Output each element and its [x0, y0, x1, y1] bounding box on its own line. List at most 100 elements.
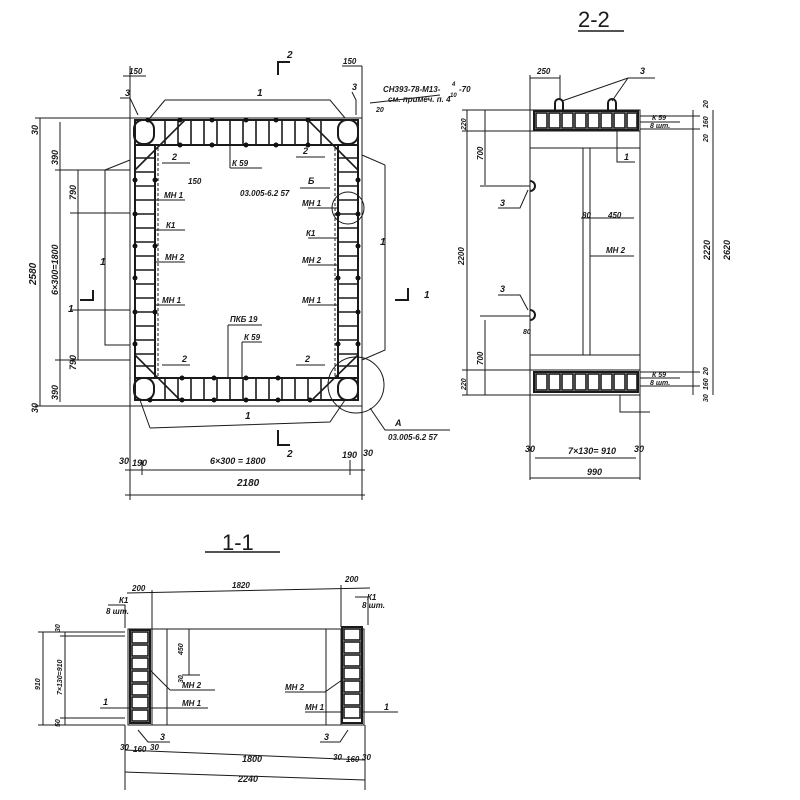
dim-2-2-20c: 20 [703, 367, 710, 376]
dim-1-1-200-right: 200 [344, 575, 359, 584]
dim-2-2-30-bot-right: 30 [634, 444, 644, 454]
corner-loop-br [337, 377, 359, 401]
label-mn1-left-a: МН 1 [164, 191, 184, 200]
dim-150-top-right: 150 [343, 57, 357, 66]
dim-30-left-bot: 30 [30, 403, 40, 413]
section-mark-2-bottom [277, 430, 290, 446]
section-2-2-title: 2-2 [578, 7, 610, 32]
label-mn1-right-b: МН 1 [302, 296, 322, 305]
label-1-1-k1-right: К1 [367, 593, 377, 602]
callout-circle-a [327, 356, 385, 414]
label-pos1-left: 1 [100, 257, 106, 268]
label-pos2-br: 2 [304, 354, 310, 364]
dim-2-2-220-top: 220 [461, 118, 468, 131]
label-pos2-tl: 2 [171, 152, 177, 162]
label-2-2-pos1: 1 [624, 152, 629, 162]
label-pos2-tr: 2 [302, 146, 308, 156]
dim-2-2-20a: 20 [703, 100, 710, 109]
lifting-loop-2 [607, 98, 617, 111]
cage-band-bottom [533, 371, 639, 393]
section-label-1-right: 1 [424, 290, 430, 301]
dim-30-left-top: 30 [30, 125, 40, 135]
dim-6x300-bot: 6×300 = 1800 [210, 456, 266, 466]
label-1-1-qty-left: 8 шт. [106, 607, 129, 616]
label-1-1-pos1-right: 1 [384, 702, 389, 712]
dim-30-bot-left: 30 [119, 456, 129, 466]
dim-30-bot-right: 30 [363, 448, 373, 458]
spec-frac-num: 4 [451, 82, 456, 88]
spec-line2: см. примеч. п. 4 [388, 95, 451, 104]
label-1-1-pos1-left: 1 [103, 697, 108, 707]
dim-1-1-910: 910 [35, 678, 42, 690]
lifting-loop-1 [554, 98, 564, 111]
dim-2-2-7x130: 7×130= 910 [568, 446, 616, 456]
dim-2-2-220-bot: 220 [461, 378, 468, 391]
side-loop-lower [529, 309, 536, 321]
corner-loop-tr [337, 119, 359, 145]
section-mark-1-left [80, 290, 94, 301]
label-1-1-qty-right: 8 шт. [362, 601, 385, 610]
label-2-2-pos3-mid: 3 [500, 198, 505, 208]
dim-2-2-80-mid: 80 [582, 211, 591, 220]
corner-loop-bl [133, 377, 155, 401]
cage-band-top [533, 110, 639, 131]
label-pos1-top: 1 [257, 88, 263, 99]
stirrups-left [135, 157, 155, 367]
dim-150-top-left: 150 [129, 67, 143, 76]
callout-b-ref: 03.005-6.2 57 [240, 189, 290, 198]
label-1-1-mn1-right: МН 1 [305, 703, 325, 712]
section-label-1-left: 1 [68, 304, 74, 315]
dim-1-1-450: 450 [178, 643, 185, 656]
dim-1-1-30: 30 [55, 624, 62, 632]
label-k59-bottom: К 59 [244, 333, 261, 342]
stirrups-top [164, 120, 322, 145]
dim-2-2-700-bot: 700 [476, 351, 485, 365]
label-2-2-mn2: МН 2 [606, 246, 626, 255]
dim-1-1-30-c: 30 [333, 753, 342, 762]
dim-790-left-top: 790 [68, 185, 78, 200]
label-2-2-pos3-low: 3 [500, 284, 505, 294]
label-1-1-pos3-left: 3 [160, 732, 165, 742]
dim-1-1-160-a: 160 [133, 745, 147, 754]
dim-1-1-1820: 1820 [232, 581, 250, 590]
label-2-2-k59-top: К 59 [652, 115, 666, 122]
dim-2-2-990: 990 [587, 467, 602, 477]
label-2-2-k59-bot: К 59 [652, 372, 666, 379]
dim-1-1-2240: 2240 [237, 774, 258, 784]
label-2-2-qty-top: 8 шт. [650, 123, 670, 130]
corner-loop-tl [133, 119, 155, 145]
dim-1-1-50: 50 [55, 719, 62, 727]
label-mn2-right: МН 2 [302, 256, 322, 265]
side-loop-upper [529, 180, 536, 192]
section-1-1: 1-1 [35, 530, 398, 790]
section-label-2-top: 2 [286, 50, 293, 61]
dim-390-left-top: 390 [50, 150, 60, 165]
label-pos3-left: 3 [125, 88, 130, 98]
dim-2-2-450: 450 [607, 211, 622, 220]
label-pkb19: ПКБ 19 [230, 315, 258, 324]
callout-a-ref: 03.005-6.2 57 [388, 433, 438, 442]
dim-150-inner: 150 [188, 177, 202, 186]
spec-line1: СН393-78-М13- [383, 85, 441, 94]
label-1-1-k1-left: К1 [119, 596, 129, 605]
dim-1-1-30-inner: 30 [178, 675, 185, 683]
dim-6x300-left: 6×300=1800 [50, 244, 60, 295]
label-2-2-qty-bot: 8 шт. [650, 380, 670, 387]
section-1-1-title: 1-1 [222, 530, 254, 555]
dim-1-1-1800: 1800 [242, 754, 262, 764]
label-pos1-right: 1 [380, 237, 386, 248]
dim-1-1-200-left: 200 [131, 584, 146, 593]
callout-a-letter: А [394, 418, 402, 428]
section-label-2-bottom: 2 [286, 449, 293, 460]
section-1-1-outline [127, 628, 365, 726]
dim-1-1-30-d: 30 [362, 753, 371, 762]
label-pos1-bottom: 1 [245, 411, 251, 422]
dim-1-1-30-b: 30 [150, 743, 159, 752]
cage-column-left [129, 629, 151, 724]
cage-column-right [341, 626, 363, 724]
spec-frac-den: 10 [450, 93, 457, 99]
label-2-2-pos3-top: 3 [640, 66, 645, 76]
dim-190-bot-left: 190 [132, 458, 147, 468]
dim-1-1-160-b: 160 [346, 755, 360, 764]
